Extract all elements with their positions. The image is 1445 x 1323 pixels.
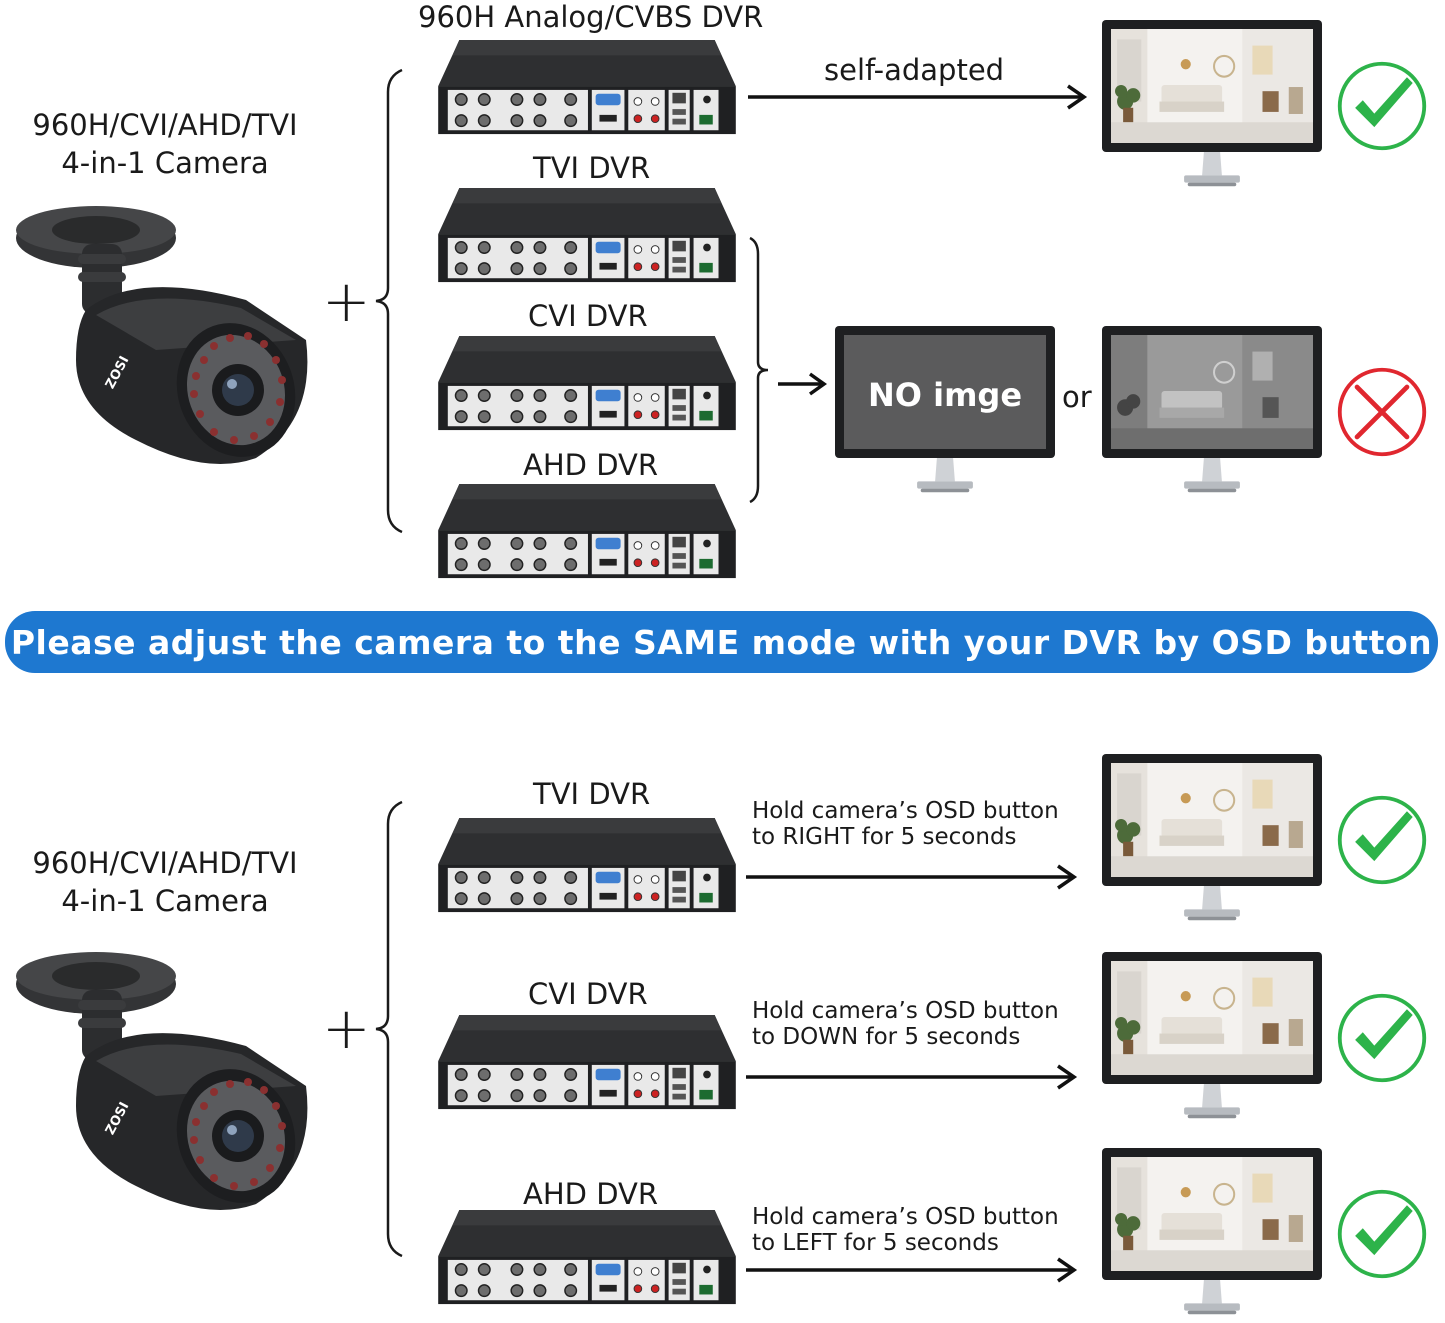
check-icon-tvi (1334, 792, 1430, 888)
check-icon-cvi (1334, 990, 1430, 1086)
cross-icon (1334, 364, 1430, 460)
arrow-tvi (746, 864, 1078, 890)
dvr-box-cvi-top (431, 336, 743, 432)
arrow-cvi (746, 1064, 1078, 1090)
camera-title-line1: 960H/CVI/AHD/TVI (32, 108, 298, 142)
dvr-box-960h (431, 40, 743, 136)
monitor-grayscale (1102, 326, 1322, 494)
monitor-cvi-ok (1102, 952, 1322, 1120)
camera-image-top: ZOSI (16, 200, 316, 470)
osd-instruction-left: Hold camera’s OSD button to LEFT for 5 s… (752, 1204, 1059, 1256)
left-brace-bottom (375, 800, 403, 1258)
camera-title-line2: 4-in-1 Camera (61, 146, 269, 180)
osd-instruction-down: Hold camera’s OSD button to DOWN for 5 s… (752, 998, 1059, 1050)
instruction-line2: to LEFT for 5 seconds (752, 1230, 999, 1256)
dvr-box-tvi-bottom (431, 818, 743, 914)
instruction-line1: Hold camera’s OSD button (752, 798, 1059, 824)
check-icon-ahd (1334, 1186, 1430, 1282)
or-label: or (1062, 380, 1092, 414)
check-icon-top (1334, 58, 1430, 154)
dvr-label-tvi-bottom: TVI DVR (533, 777, 651, 811)
plus-sign-bottom: + (322, 994, 371, 1062)
left-brace-top (375, 68, 403, 534)
monitor-no-image (835, 326, 1055, 494)
arrow-self-adapted (748, 84, 1088, 110)
arrow-to-no-image (778, 372, 828, 396)
self-adapted-label: self-adapted (824, 53, 1005, 87)
camera-title-bottom: 960H/CVI/AHD/TVI 4-in-1 Camera (5, 844, 325, 920)
dvr-label-cvi-bottom: CVI DVR (528, 977, 648, 1011)
osd-instruction-right: Hold camera’s OSD button to RIGHT for 5 … (752, 798, 1059, 850)
plus-sign-top: + (322, 267, 371, 335)
osd-instruction-banner: Please adjust the camera to the SAME mod… (5, 611, 1438, 673)
dvr-label-cvi-top: CVI DVR (528, 299, 648, 333)
instruction-line1: Hold camera’s OSD button (752, 998, 1059, 1024)
dvr-box-cvi-bottom (431, 1015, 743, 1111)
camera-title-line2: 4-in-1 Camera (61, 884, 269, 918)
right-brace-top (749, 236, 769, 504)
instruction-line2: to DOWN for 5 seconds (752, 1024, 1021, 1050)
dvr-box-ahd-bottom (431, 1210, 743, 1306)
no-image-text: NO imge (867, 376, 1023, 414)
instruction-line2: to RIGHT for 5 seconds (752, 824, 1017, 850)
instruction-line1: Hold camera’s OSD button (752, 1204, 1059, 1230)
dvr-label-960h: 960H Analog/CVBS DVR (418, 0, 764, 34)
dvr-box-ahd-top (431, 484, 743, 580)
arrow-ahd (746, 1257, 1078, 1283)
camera-title-line1: 960H/CVI/AHD/TVI (32, 846, 298, 880)
monitor-ahd-ok (1102, 1148, 1322, 1316)
dvr-label-tvi-top: TVI DVR (533, 151, 651, 185)
monitor-tvi-ok (1102, 754, 1322, 922)
dvr-box-tvi-top (431, 188, 743, 284)
camera-image-bottom: ZOSI (16, 946, 316, 1216)
dvr-label-ahd-bottom: AHD DVR (523, 1177, 659, 1211)
monitor-top-ok (1102, 20, 1322, 188)
dvr-label-ahd-top: AHD DVR (523, 448, 659, 482)
camera-title-top: 960H/CVI/AHD/TVI 4-in-1 Camera (5, 106, 325, 182)
